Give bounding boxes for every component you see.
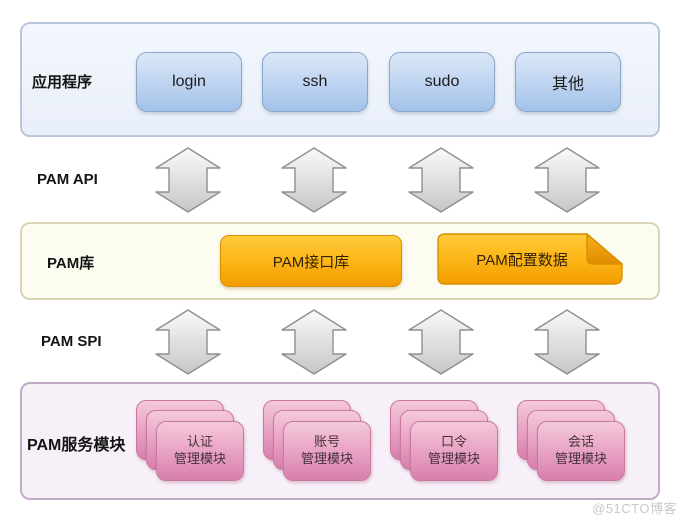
module-name-line2: 管理模块 [300,451,353,466]
module-name-line2: 管理模块 [554,451,607,466]
module-stack-session: 会话 管理模块 [517,400,625,482]
up-down-arrow-icon [281,309,347,375]
module-stack-account: 账号 管理模块 [263,400,371,482]
app-node-login: login [136,52,242,112]
pam-interface-library-box: PAM接口库 [220,235,402,287]
up-down-arrow-icon [408,147,474,213]
pam-library-label: PAM库 [47,255,95,272]
module-card: 账号 管理模块 [283,421,371,481]
module-card: 会话 管理模块 [537,421,625,481]
module-name-line1: 认证 [186,434,213,450]
pam-spi-label: PAM SPI [41,333,102,350]
app-node-sudo: sudo [389,52,495,112]
service-modules-label: PAM服务模块 [27,437,126,454]
app-node-other: 其他 [515,52,621,112]
module-card: 认证 管理模块 [156,421,244,481]
up-down-arrow-icon [408,309,474,375]
module-name-line2: 管理模块 [173,451,226,466]
module-name-line1: 账号 [313,434,340,450]
watermark: @51CTO博客 [592,501,677,516]
module-name-line1: 口令 [440,434,467,450]
up-down-arrow-icon [155,147,221,213]
up-down-arrow-icon [534,309,600,375]
folded-document-icon [437,233,623,285]
applications-label: 应用程序 [32,74,93,91]
up-down-arrow-icon [155,309,221,375]
module-card: 口令 管理模块 [410,421,498,481]
module-name-line2: 管理模块 [427,451,480,466]
module-stack-authentication: 认证 管理模块 [136,400,244,482]
module-name-line1: 会话 [567,434,594,450]
module-stack-password: 口令 管理模块 [390,400,498,482]
pam-config-data-document: PAM配置数据 [437,233,623,285]
app-node-ssh: ssh [262,52,368,112]
up-down-arrow-icon [534,147,600,213]
pam-config-data-label: PAM配置数据 [476,251,568,269]
pam-api-label: PAM API [37,171,98,188]
up-down-arrow-icon [281,147,347,213]
